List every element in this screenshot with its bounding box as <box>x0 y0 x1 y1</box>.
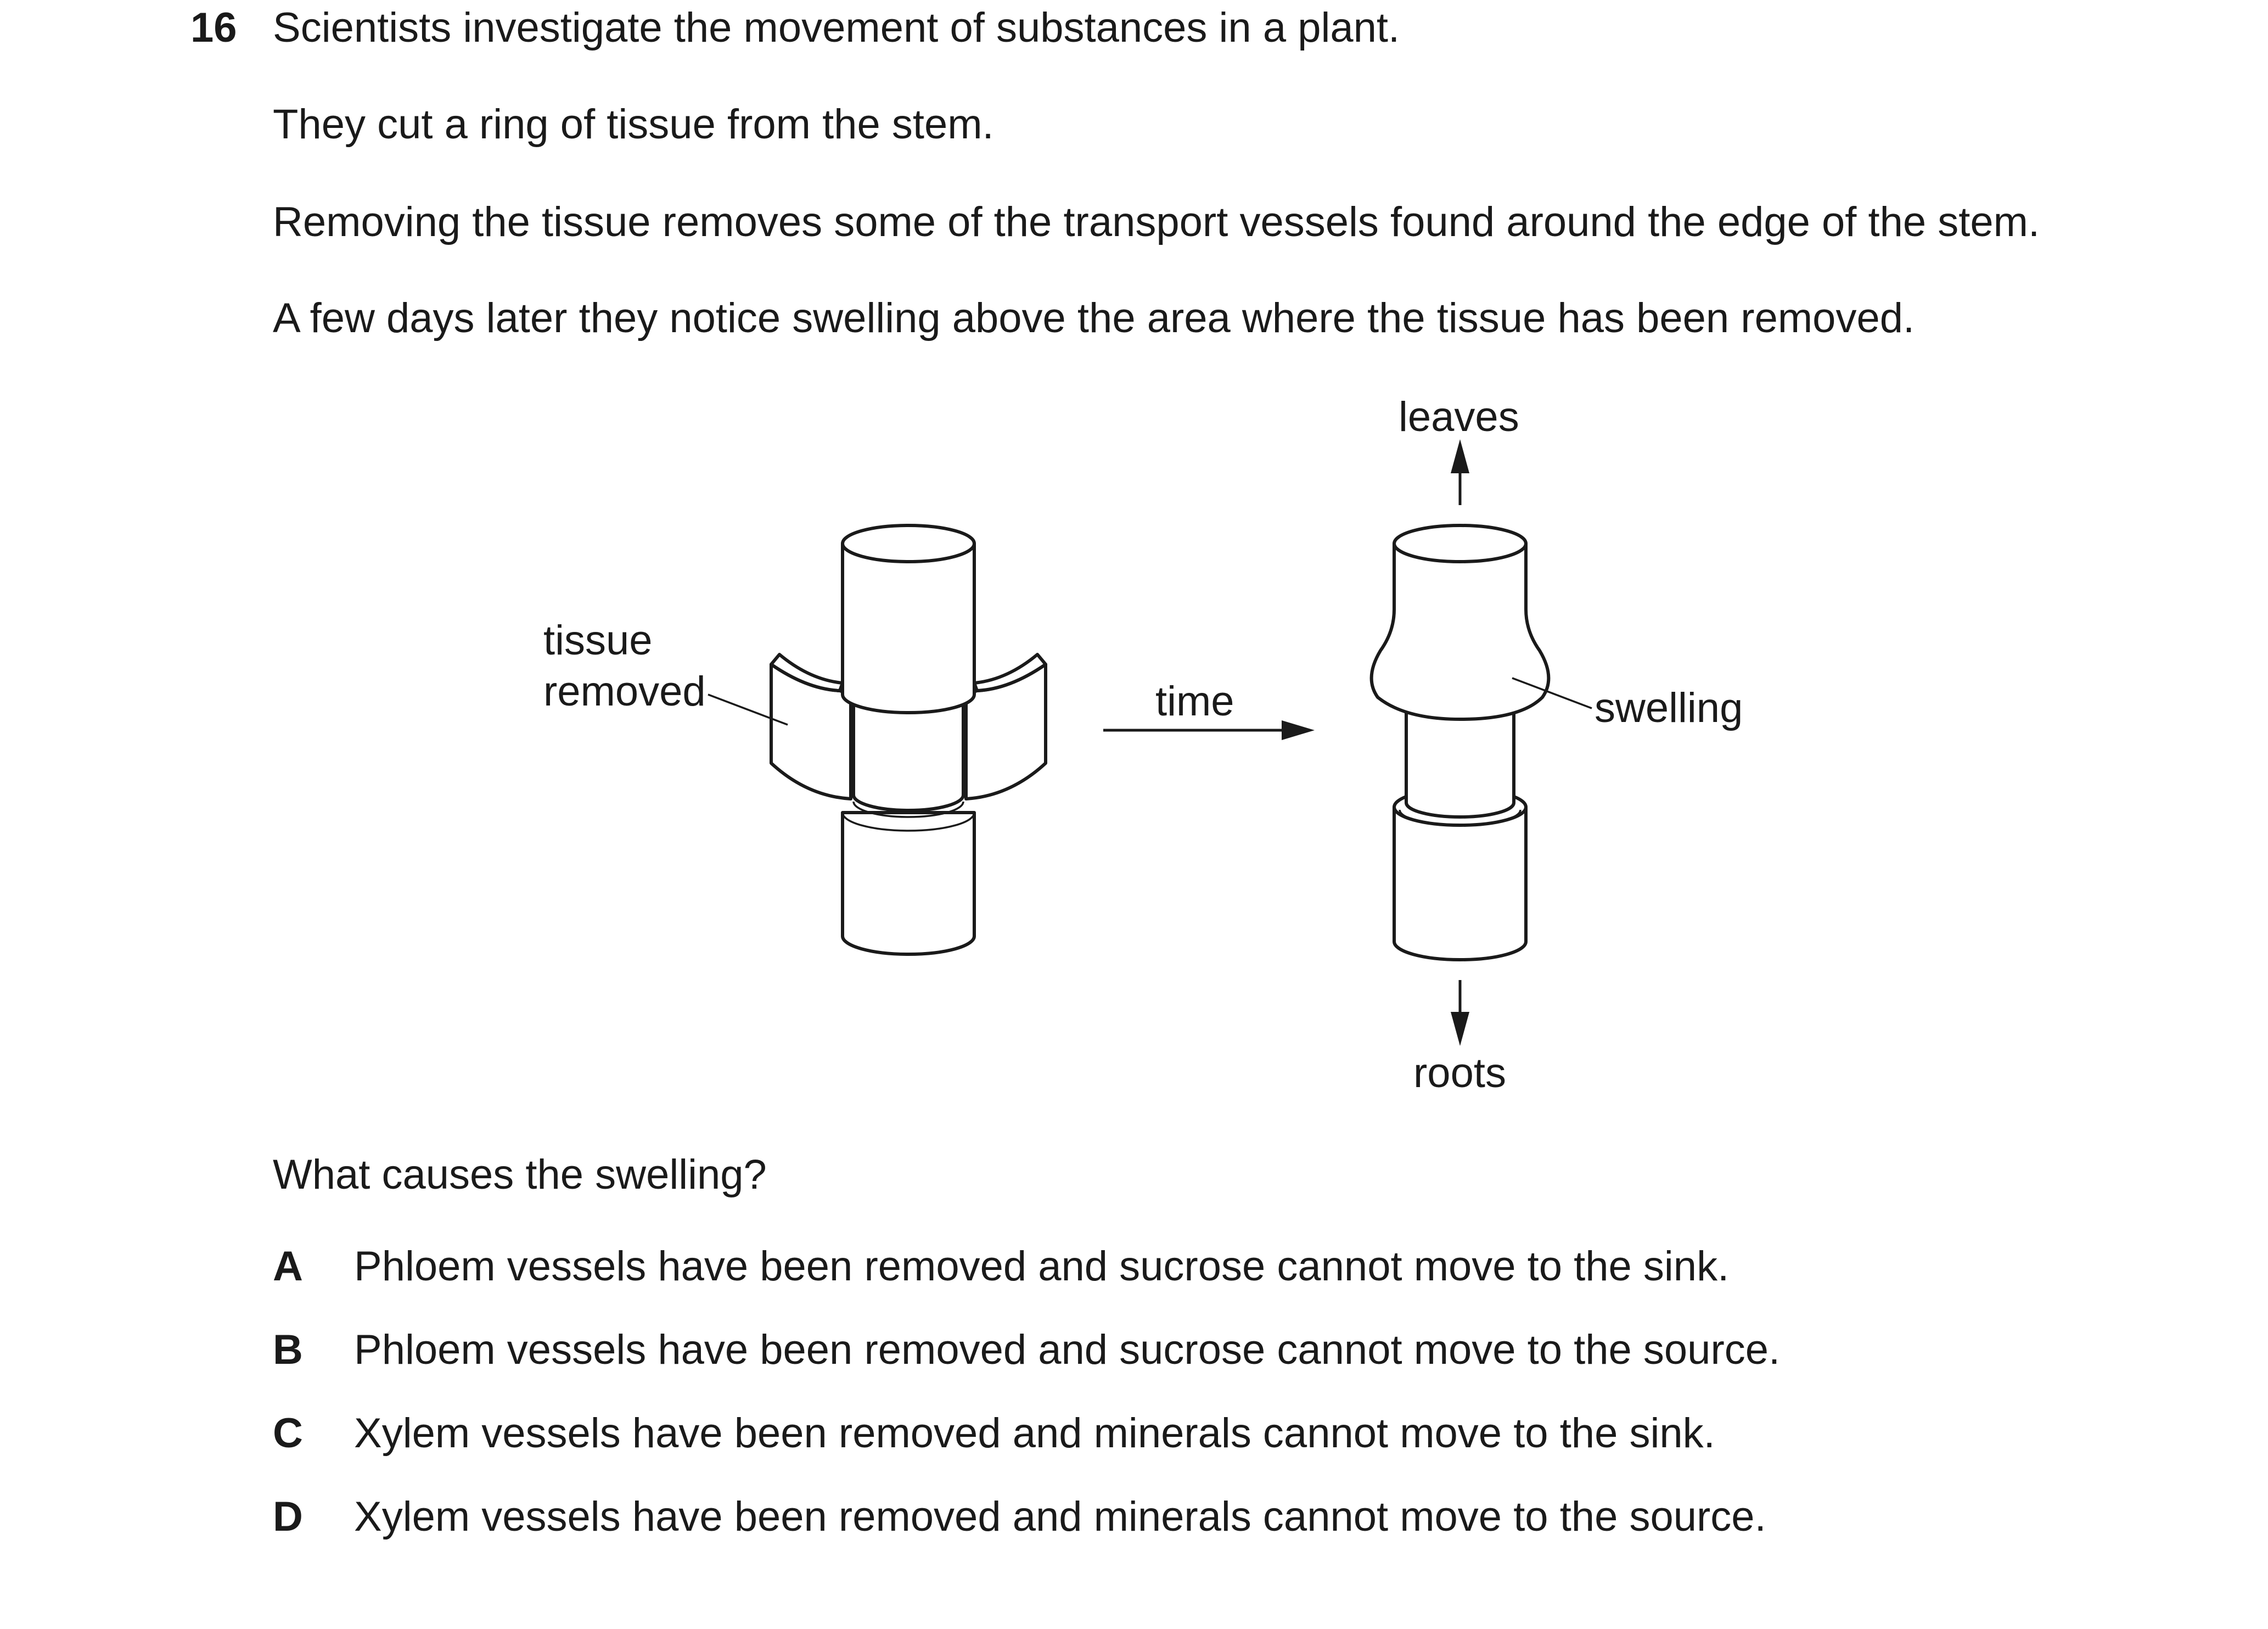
question-line-2: They cut a ring of tissue from the stem. <box>273 101 994 148</box>
left-removed-tissue-piece-rim <box>770 653 844 692</box>
right-stem-bottom-cylinder <box>1393 805 1528 961</box>
question-line-4: A few days later they notice swelling ab… <box>273 295 1915 342</box>
label-time: time <box>1155 678 1234 725</box>
option-d-text: Xylem vessels have been removed and mine… <box>354 1493 1766 1540</box>
label-leaves: leaves <box>1399 394 1519 440</box>
tissue-removed-leader-line <box>708 693 788 726</box>
question-number: 16 <box>190 4 237 51</box>
label-tissue: tissue <box>543 617 653 664</box>
left-stem-inner-core <box>852 693 965 812</box>
swelling-leader-line <box>1512 677 1592 709</box>
right-stem-neck <box>1405 701 1515 819</box>
option-c-text: Xylem vessels have been removed and mine… <box>354 1410 1715 1457</box>
stem-diagram: tissue removed time swelling leaves <box>543 394 1743 1096</box>
question-line-1: Scientists investigate the movement of s… <box>273 4 1400 51</box>
right-stem <box>1369 524 1551 961</box>
roots-arrowhead <box>1451 1012 1469 1046</box>
left-stem-top-cylinder <box>841 542 976 714</box>
leaves-arrowhead <box>1451 439 1469 473</box>
right-stem-top-end <box>1393 524 1528 563</box>
option-a-letter: A <box>273 1243 303 1290</box>
left-stem <box>770 524 1047 956</box>
left-stem-inner-core-bottom-inner <box>852 801 964 818</box>
left-stem-top-end <box>841 524 976 563</box>
time-arrowhead <box>1282 720 1315 740</box>
right-removed-tissue-piece-rim <box>973 653 1047 692</box>
left-stem-bottom-cylinder <box>841 811 976 956</box>
option-b-text: Phloem vessels have been removed and suc… <box>354 1326 1781 1373</box>
right-stem-swollen-top <box>1369 542 1551 721</box>
right-stem-bottom-rim-inner <box>1399 809 1522 826</box>
question-prompt: What causes the swelling? <box>273 1151 767 1198</box>
option-b-letter: B <box>273 1326 303 1373</box>
label-roots: roots <box>1413 1050 1506 1096</box>
label-removed: removed <box>543 668 706 715</box>
option-c-letter: C <box>273 1410 303 1457</box>
left-stem-bottom-top-rim <box>841 812 975 832</box>
label-swelling: swelling <box>1595 685 1743 731</box>
option-a-text: Phloem vessels have been removed and suc… <box>354 1243 1730 1290</box>
option-d-letter: D <box>273 1493 303 1540</box>
question-line-3: Removing the tissue removes some of the … <box>273 199 2040 245</box>
